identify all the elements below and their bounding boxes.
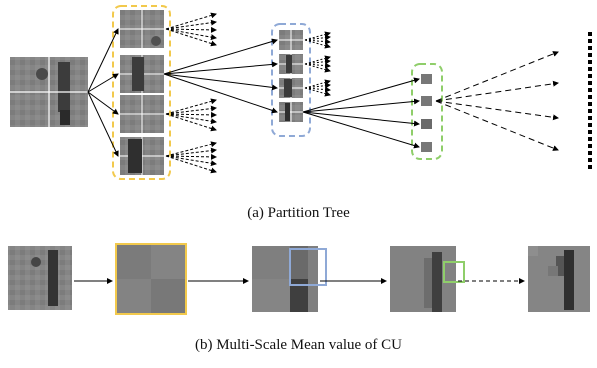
multiscale-row [8, 243, 590, 315]
level2-dashed-fans [304, 31, 331, 97]
level1-block-4 [120, 137, 164, 175]
level1-block-2 [120, 55, 164, 93]
root-frame [10, 57, 88, 127]
level1-block-1 [120, 10, 164, 48]
partition-tree [10, 5, 592, 180]
mean-frame-level2 [252, 246, 327, 312]
green-group-border [411, 63, 443, 160]
level3-dashed-fan [435, 51, 559, 151]
caption-multiscale-mean: (b) Multi-Scale Mean value of CU [194, 337, 403, 353]
level3-blocks [421, 74, 432, 152]
root-arrows [87, 28, 119, 157]
mean-frame-fine [528, 246, 590, 312]
level2-blocks [279, 30, 303, 122]
level2-to-level3-arrows [302, 77, 420, 149]
level1-to-level2-arrows [163, 38, 278, 114]
mean-frame-original [8, 246, 72, 310]
blue-group-border [271, 23, 311, 137]
level1-block-3 [120, 95, 164, 133]
mean-frame-level3 [390, 246, 465, 312]
level1-dashed-fans [165, 12, 217, 174]
mean-frame-level1 [115, 243, 187, 315]
level1-blocks [120, 10, 164, 175]
yellow-group-border [112, 5, 171, 180]
caption-partition-tree: (a) Partition Tree [247, 205, 350, 221]
